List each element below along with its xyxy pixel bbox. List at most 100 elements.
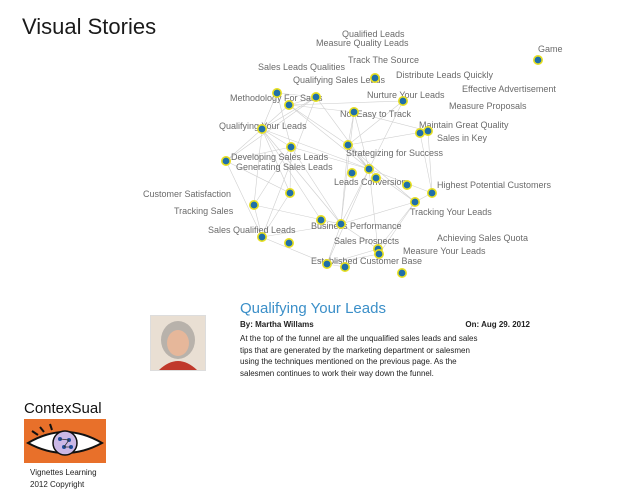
- graph-edge: [253, 128, 263, 206]
- node-label-not-easy-to-track[interactable]: Not Easy to Track: [340, 109, 412, 119]
- node-label-track-the-source[interactable]: Track The Source: [348, 55, 419, 65]
- node-label-measure-your-leads[interactable]: Measure Your Leads: [403, 246, 486, 256]
- graph-edge: [326, 168, 370, 265]
- node-label-maintain-great-quality[interactable]: Maintain Great Quality: [419, 120, 509, 130]
- footer-copyright: 2012 Copyright: [30, 480, 85, 489]
- story-author: By: Martha Willams: [240, 320, 314, 329]
- graph-edge: [261, 128, 370, 170]
- author-photo: [150, 315, 206, 371]
- graph-edge: [340, 201, 416, 225]
- graph-edge: [261, 236, 328, 265]
- node-sales-in-key[interactable]: [414, 128, 425, 139]
- graph-edge: [253, 146, 292, 206]
- node-highest-potential-customers[interactable]: [426, 188, 437, 199]
- node-established-customer-base[interactable]: [321, 258, 332, 269]
- graph-edge: [261, 92, 278, 130]
- graph-edge: [261, 223, 342, 238]
- graph-edge: [261, 96, 317, 130]
- node-leads-conversion[interactable]: [363, 164, 374, 175]
- node-label-tracking-your-leads[interactable]: Tracking Your Leads: [410, 207, 492, 217]
- node-label-generating-sales-leads[interactable]: Generating Sales Leads: [236, 162, 333, 172]
- node-tracking-your-leads[interactable]: [409, 197, 420, 208]
- node-sales-leads-qualities[interactable]: [271, 88, 282, 99]
- graph-edge: [377, 201, 416, 250]
- node-game[interactable]: [532, 54, 543, 65]
- page-title: Visual Stories: [22, 14, 157, 39]
- graph-edge: [290, 146, 342, 225]
- node-label-sales-prospects[interactable]: Sales Prospects: [334, 236, 400, 246]
- graph-edge: [378, 201, 416, 255]
- graph-edge: [315, 96, 370, 170]
- brand-name: ContexSual: [24, 400, 102, 417]
- node-qualifying-your-leads[interactable]: [256, 124, 267, 135]
- node-label-tracking-sales[interactable]: Tracking Sales: [174, 206, 234, 216]
- graph-node[interactable]: [401, 180, 412, 191]
- graph-node[interactable]: [346, 168, 357, 179]
- graph-edge: [225, 128, 263, 162]
- node-label-nurture-your-leads[interactable]: Nurture Your Leads: [367, 90, 445, 100]
- author-portrait-icon: [151, 316, 205, 370]
- node-label-qualified-leads[interactable]: Qualified Leads: [342, 29, 405, 39]
- graph-edge: [368, 168, 433, 194]
- node-label-methodology-for-sales[interactable]: Methodology For Sales: [230, 93, 323, 103]
- graph-edge: [340, 223, 379, 250]
- node-label-achieving-sales-quota[interactable]: Achieving Sales Quota: [437, 233, 528, 243]
- node-not-easy-to-track[interactable]: [348, 107, 359, 118]
- node-methodology-for-sales[interactable]: [310, 92, 321, 103]
- node-tracking-sales[interactable]: [249, 200, 260, 211]
- node-label-measure-quality-leads[interactable]: Measure Quality Leads: [316, 38, 409, 48]
- node-label-sales-in-key[interactable]: Sales in Key: [437, 133, 488, 143]
- node-measure-your-leads[interactable]: [373, 249, 384, 260]
- node-qualifying-sales-leads[interactable]: [283, 100, 294, 111]
- node-label-highest-potential-customers[interactable]: Highest Potential Customers: [437, 180, 552, 190]
- graph-edge: [225, 160, 263, 238]
- graph-edge: [288, 104, 349, 146]
- graph-edge: [261, 192, 291, 238]
- node-track-the-source[interactable]: [369, 73, 380, 84]
- graph-edge: [368, 168, 379, 250]
- graph-edge: [225, 96, 317, 162]
- node-sales-qualified-leads[interactable]: [256, 232, 267, 243]
- node-label-sales-leads-qualities[interactable]: Sales Leads Qualities: [258, 62, 346, 72]
- node-generating-sales-leads[interactable]: [285, 142, 296, 153]
- node-label-strategizing-for-success[interactable]: Strategizing for Success: [346, 148, 444, 158]
- graph-edge: [253, 204, 263, 238]
- footer-company: Vignettes Learning: [30, 468, 97, 477]
- node-n-extra-1[interactable]: [370, 173, 381, 184]
- node-label-sales-qualified-leads[interactable]: Sales Qualified Leads: [208, 225, 296, 235]
- node-n-extra-2[interactable]: [315, 215, 326, 226]
- graph-edge: [289, 146, 292, 194]
- node-label-business-performance[interactable]: Business Performance: [311, 221, 402, 231]
- node-label-effective-advertisement[interactable]: Effective Advertisement: [462, 84, 556, 94]
- graph-edge: [261, 128, 322, 221]
- graph-edge: [340, 111, 355, 225]
- graph-edge: [261, 128, 292, 148]
- graph-edge: [347, 100, 404, 146]
- node-label-customer-satisfaction[interactable]: Customer Satisfaction: [143, 189, 231, 199]
- node-developing-sales-leads[interactable]: [221, 156, 232, 167]
- node-maintain-great-quality[interactable]: [422, 126, 433, 137]
- node-label-leads-conversion[interactable]: Leads Conversion: [334, 177, 407, 187]
- node-label-established-customer-base[interactable]: Established Customer Base: [311, 256, 422, 266]
- node-label-distribute-leads-quickly[interactable]: Distribute Leads Quickly: [396, 70, 494, 80]
- graph-edge: [225, 146, 292, 162]
- node-nurture-your-leads[interactable]: [397, 96, 408, 107]
- node-n-extra-3[interactable]: [339, 261, 350, 272]
- graph-edge: [288, 104, 355, 113]
- graph-edge: [326, 223, 342, 265]
- node-label-game[interactable]: Game: [538, 44, 563, 54]
- node-customer-satisfaction[interactable]: [284, 188, 295, 199]
- node-strategizing-for-success[interactable]: [342, 140, 353, 151]
- node-business-performance[interactable]: [335, 219, 346, 230]
- node-label-developing-sales-leads[interactable]: Developing Sales Leads: [231, 152, 329, 162]
- node-label-qualifying-sales-leads[interactable]: Qualifying Sales Leads: [293, 75, 386, 85]
- graph-edge: [326, 253, 380, 265]
- graph-node[interactable]: [396, 267, 407, 278]
- node-label-measure-proposals[interactable]: Measure Proposals: [449, 101, 527, 111]
- eye-logo-icon: [24, 419, 106, 463]
- story-title-link[interactable]: Qualifying Your Leads: [240, 300, 386, 317]
- graph-node[interactable]: [283, 238, 294, 249]
- graph-nodes[interactable]: [221, 54, 543, 278]
